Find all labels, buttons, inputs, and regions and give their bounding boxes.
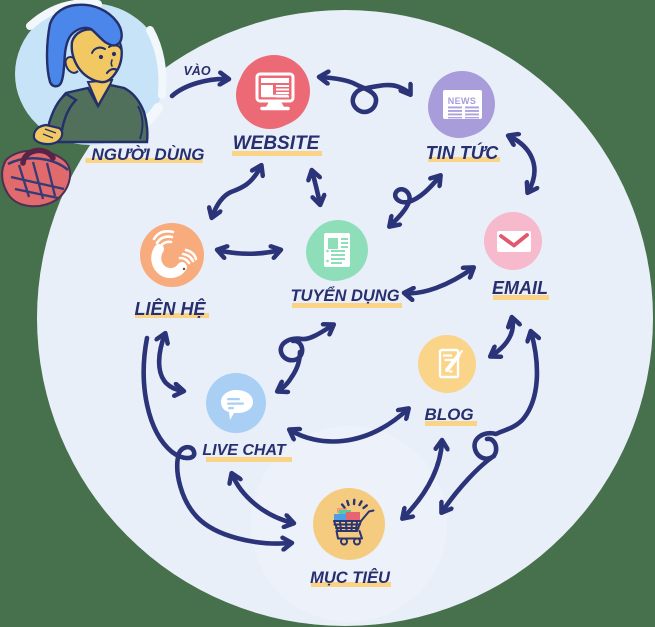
svg-text:NEWS: NEWS	[448, 96, 477, 106]
